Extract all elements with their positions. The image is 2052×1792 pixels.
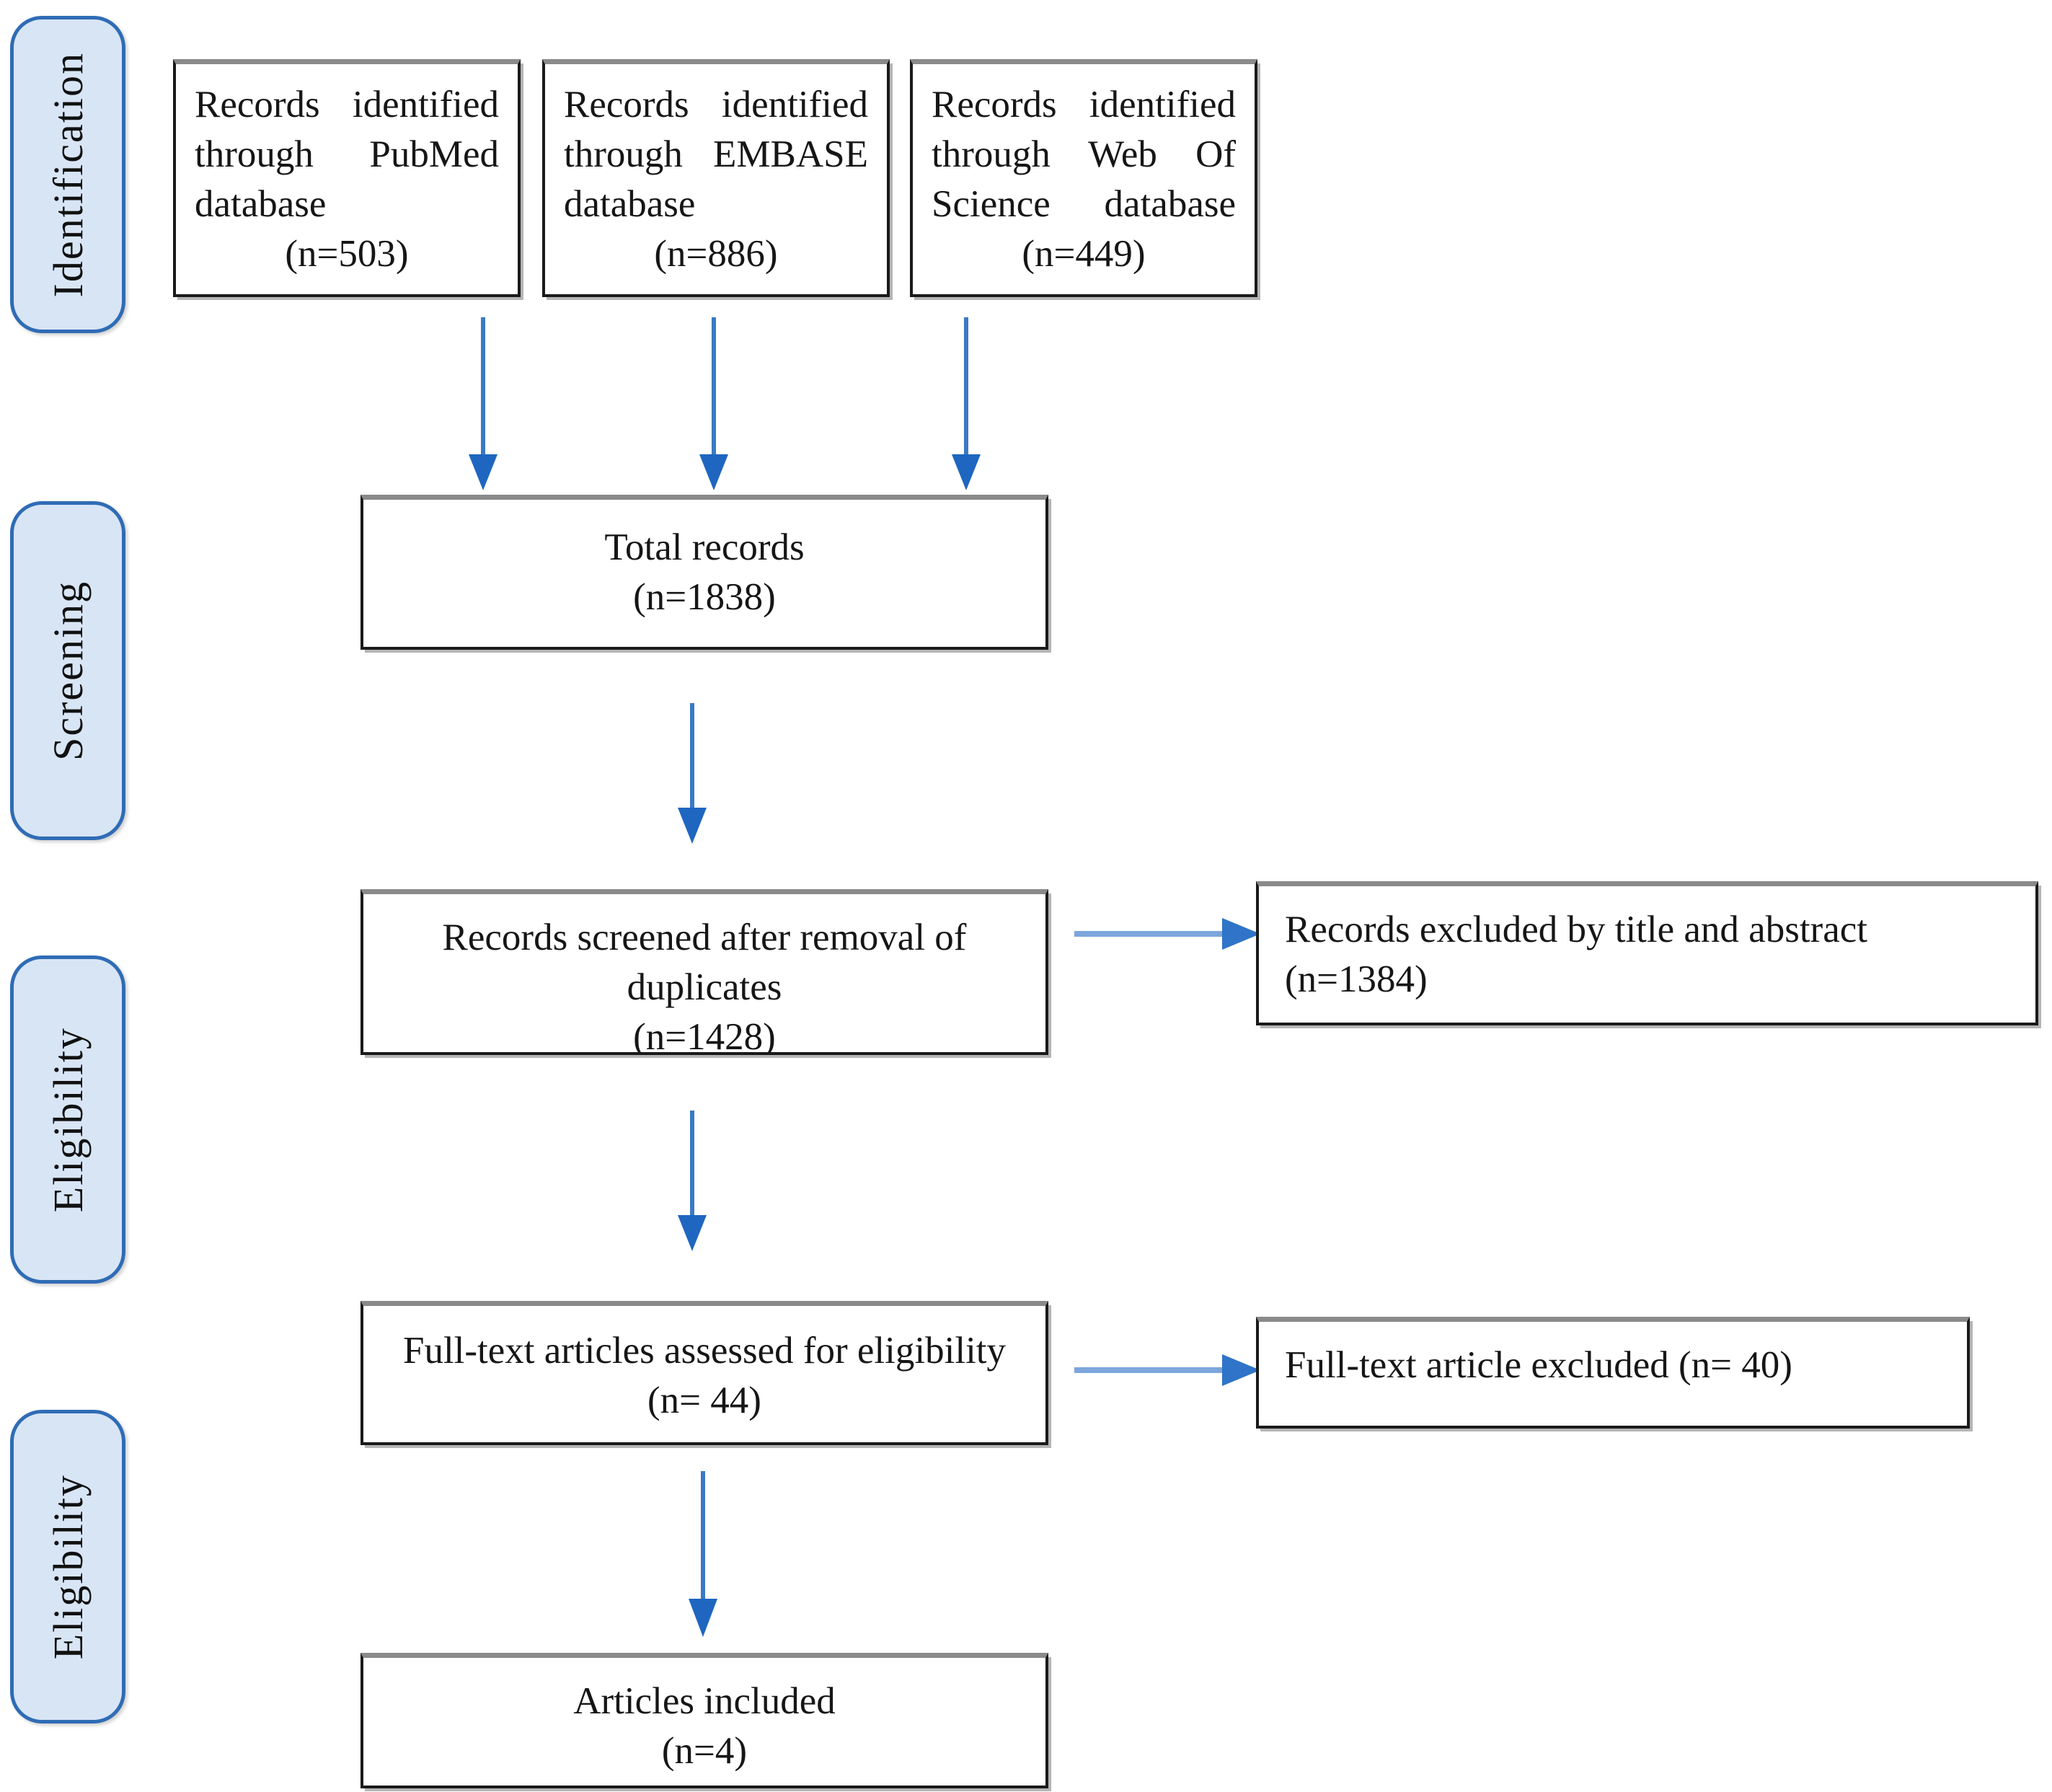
node-fulltext-assessed-count: (n= 44) (647, 1379, 761, 1421)
node-articles-included: Articles included (n=4) (361, 1653, 1048, 1788)
node-records-screened-line-1: Records screened after removal of (442, 917, 967, 958)
node-articles-included-count: (n=4) (661, 1729, 748, 1772)
arrow-embase-to-total (692, 317, 735, 490)
node-web-of-science-records-text: Records identified through Web Of Scienc… (913, 64, 1255, 279)
arrow-screened-to-fulltext (671, 1111, 714, 1251)
stage-label-screening-text: Screening (44, 581, 92, 761)
node-wos-count: (n=449) (1022, 232, 1146, 275)
node-embase-line-3: database (564, 182, 696, 225)
node-total-records-count: (n=1838) (633, 575, 776, 618)
node-pubmed-count: (n=503) (285, 232, 409, 275)
node-fulltext-assessed: Full-text articles assessed for eligibil… (361, 1301, 1048, 1445)
node-total-records-label: Total records (604, 526, 805, 568)
node-records-excluded-text: Records excluded by title and abstract (… (1259, 886, 2035, 1005)
stage-label-eligibility-1-text: Eligibility (44, 1026, 92, 1213)
node-fulltext-excluded: Full-text article excluded (n= 40) (1256, 1317, 1970, 1429)
node-records-screened-count: (n=1428) (633, 1015, 776, 1055)
node-embase-records: Records identified through EMBASE databa… (542, 59, 890, 297)
node-pubmed-records-text: Records identified through PubMed databa… (176, 64, 518, 279)
node-pubmed-line-1: Records identified (195, 84, 499, 125)
node-pubmed-records: Records identified through PubMed databa… (173, 59, 521, 297)
node-fulltext-excluded-line-1: Full-text article excluded (n= 40) (1285, 1344, 1792, 1386)
node-records-excluded-line-1: Records excluded by title and abstract (1285, 909, 1867, 950)
node-records-screened-text: Records screened after removal of duplic… (363, 894, 1045, 1055)
stage-label-identification-text: Identification (44, 51, 92, 298)
node-embase-line-1: Records identified (564, 84, 868, 125)
node-web-of-science-records: Records identified through Web Of Scienc… (910, 59, 1257, 297)
node-wos-line-2: through Web Of (932, 133, 1236, 175)
stage-label-eligibility-1: Eligibility (10, 955, 125, 1284)
stage-label-eligibility-2: Eligibility (10, 1410, 125, 1723)
node-records-screened-line-2: duplicates (627, 966, 782, 1008)
node-total-records-text: Total records (n=1838) (363, 500, 1045, 622)
arrow-total-to-screened (671, 703, 714, 844)
node-pubmed-line-3: database (195, 182, 327, 225)
node-embase-records-text: Records identified through EMBASE databa… (545, 64, 887, 279)
stage-label-screening: Screening (10, 501, 125, 840)
arrow-fulltext-to-fulltext-excluded (1074, 1349, 1262, 1392)
node-articles-included-label: Articles included (573, 1680, 836, 1722)
node-total-records: Total records (n=1838) (361, 495, 1048, 650)
arrow-pubmed-to-total (461, 317, 505, 490)
arrow-wos-to-total (945, 317, 988, 490)
node-records-excluded-count: (n=1384) (1285, 958, 1428, 1000)
node-fulltext-excluded-text: Full-text article excluded (n= 40) (1259, 1322, 1967, 1390)
node-records-excluded-title-abstract: Records excluded by title and abstract (… (1256, 881, 2038, 1025)
stage-label-eligibility-2-text: Eligibility (44, 1473, 92, 1660)
node-articles-included-text: Articles included (n=4) (363, 1658, 1045, 1776)
arrow-fulltext-to-included (681, 1471, 725, 1637)
node-fulltext-assessed-line-1: Full-text articles assessed for eligibil… (402, 1330, 1007, 1372)
node-embase-count: (n=886) (654, 232, 778, 275)
node-records-screened: Records screened after removal of duplic… (361, 889, 1048, 1055)
stage-label-identification: Identification (10, 16, 125, 333)
node-wos-line-3: Science database (932, 182, 1236, 225)
node-pubmed-line-2: through PubMed (195, 133, 499, 175)
node-wos-line-1: Records identified (932, 84, 1236, 125)
arrow-screened-to-excluded (1074, 912, 1262, 955)
node-embase-line-2: through EMBASE (564, 133, 868, 175)
node-fulltext-assessed-text: Full-text articles assessed for eligibil… (363, 1306, 1045, 1426)
